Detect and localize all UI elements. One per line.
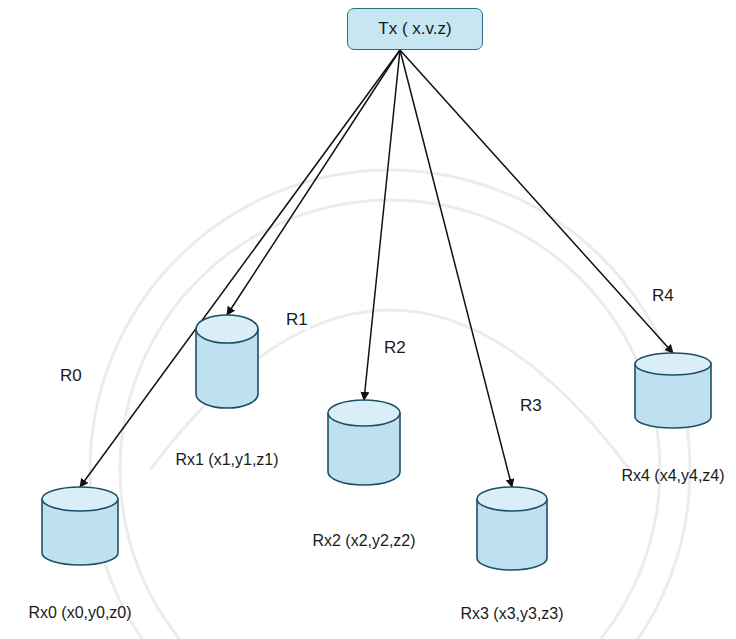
receiver-label: Rx4 (x4,y4,z4) [621,466,724,485]
distance-label: R1 [284,310,310,330]
signal-path [227,50,400,315]
signal-path [80,50,400,487]
distance-label: R3 [518,396,544,416]
distance-label: R0 [58,366,84,386]
receiver-label: Rx1 (x1,y1,z1) [175,450,278,469]
signal-path [400,50,512,487]
receiver-cylinder [477,487,547,570]
receiver-label: Rx2 (x2,y2,z2) [312,531,415,550]
distance-label: R2 [382,338,408,358]
receiver-node: Rx0 (x0,y0,z0) [26,487,133,622]
receiver-cylinder [42,487,118,565]
receiver-cylinder [635,353,711,428]
receiver-cylinder [196,315,258,408]
distance-label: R4 [650,286,676,306]
receiver-node: Rx3 (x3,y3,z3) [458,487,565,623]
receiver-node: Rx2 (x2,y2,z2) [310,400,417,550]
receiver-node: Rx4 (x4,y4,z4) [619,353,726,485]
receiver-cylinder [328,400,400,485]
receiver-node: Rx1 (x1,y1,z1) [173,315,280,469]
receiver-label: Rx3 (x3,y3,z3) [460,604,563,623]
transmitter-box: Tx ( x.v.z) [347,8,483,50]
signal-path [400,50,673,353]
receiver-label: Rx0 (x0,y0,z0) [28,603,131,622]
transmitter-label: Tx ( x.v.z) [378,19,451,39]
